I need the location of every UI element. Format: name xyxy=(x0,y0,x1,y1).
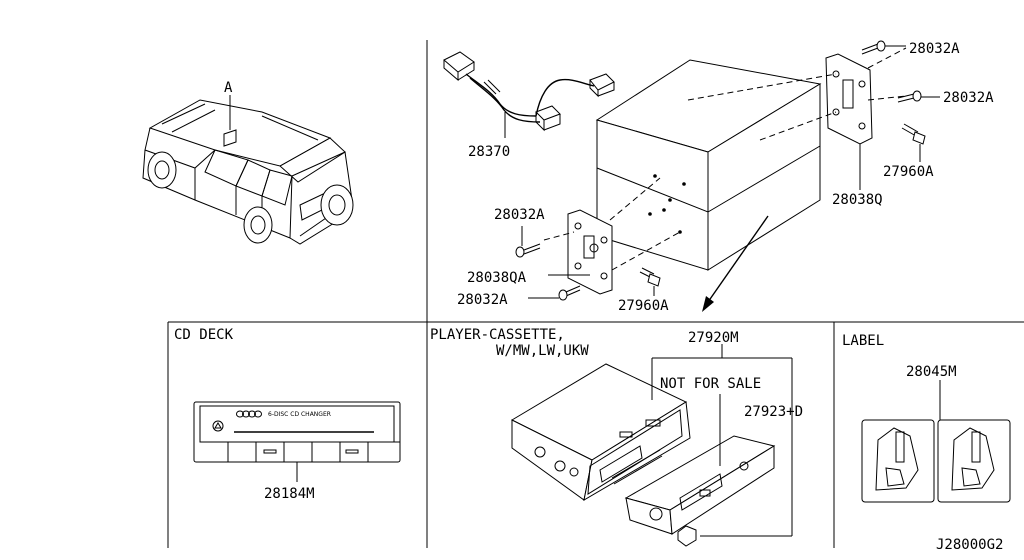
section-title-player-line1: PLAYER-CASSETTE, xyxy=(430,327,565,343)
faceplate-illustration xyxy=(624,435,776,535)
screw-28032a-mid xyxy=(897,90,940,103)
part-number-28032a-mid: 28032A xyxy=(943,90,994,106)
part-number-27960a-right: 27960A xyxy=(883,164,934,180)
bracket-28038q-illustration xyxy=(687,47,907,190)
label-stickers-illustration xyxy=(861,380,1011,503)
cd-panel-label: 6-DISC CD CHANGER xyxy=(268,411,331,418)
direction-arrow xyxy=(702,215,769,312)
part-number-28038qa: 28038QA xyxy=(467,270,527,286)
not-for-sale-label: NOT FOR SALE xyxy=(660,376,761,392)
cassette-player-illustration xyxy=(510,363,691,501)
wiring-harness-illustration xyxy=(443,51,615,138)
vehicle-callout-a: A xyxy=(224,80,233,96)
screw-28032a-top xyxy=(861,40,906,55)
section-title-label: LABEL xyxy=(842,333,884,349)
part-number-28184m: 28184M xyxy=(264,486,315,502)
section-title-player-line2: W/MW,LW,UKW xyxy=(496,343,589,359)
part-number-27960a-bottom: 27960A xyxy=(618,298,669,314)
part-number-27923d: 27923+D xyxy=(744,404,803,420)
part-number-28032a-left: 28032A xyxy=(494,207,545,223)
part-number-28370: 28370 xyxy=(468,144,510,160)
bracket-28038qa-illustration xyxy=(543,177,681,295)
part-number-28045m: 28045M xyxy=(906,364,957,380)
section-title-cd-deck: CD DECK xyxy=(174,327,234,343)
screw-28032a-left xyxy=(515,226,541,258)
cd-deck-panel-illustration xyxy=(193,401,401,482)
knob-illustration xyxy=(677,525,697,547)
diagram-id: J28000G2 xyxy=(936,537,1003,553)
vehicle-illustration xyxy=(142,95,354,245)
part-number-28038q: 28038Q xyxy=(832,192,883,208)
screw-28032a-bottom xyxy=(528,285,581,301)
not-for-sale-frame xyxy=(651,344,793,537)
bolt-27960a-right xyxy=(901,123,926,162)
part-number-28032a-bottom: 28032A xyxy=(457,292,508,308)
bolt-27960a-bottom xyxy=(639,267,661,296)
cd-changer-box-illustration xyxy=(595,59,822,271)
part-number-27920m: 27920M xyxy=(688,330,739,346)
section-dividers xyxy=(167,40,1024,548)
part-number-28032a-top: 28032A xyxy=(909,41,960,57)
